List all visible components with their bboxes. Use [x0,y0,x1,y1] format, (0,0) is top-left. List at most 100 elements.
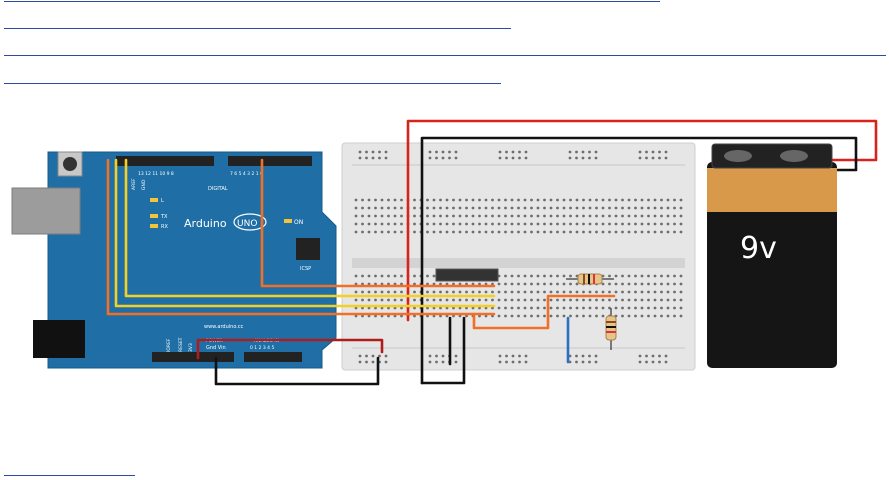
breadboard-hole [543,206,546,210]
breadboard-hole [673,298,676,302]
breadboard-hole [445,298,449,302]
breadboard-hole [595,222,598,226]
breadboard-hole [614,198,618,202]
breadboard-hole [666,314,670,318]
breadboard-hole [562,306,566,310]
breadboard-hole [601,306,605,310]
breadboard-hole [588,222,592,226]
breadboard-hole [497,230,501,234]
breadboard-hole [640,222,644,226]
breadboard-hole [666,306,670,310]
breadboard-hole [621,282,624,286]
breadboard-hole [523,306,527,310]
breadboard-hole [510,282,514,286]
breadboard-hole [582,206,585,210]
breadboard-hole [647,230,650,234]
breadboard-hole [569,222,572,226]
breadboard-hole [653,206,657,210]
breadboard-hole [374,198,377,202]
breadboard-hole [426,290,429,294]
breadboard-hole [498,354,502,358]
wire-orange-1 [106,158,496,316]
v33-label: 3V3 [188,343,194,352]
breadboard-hole [524,156,528,160]
breadboard-hole [658,150,661,154]
breadboard-hole [621,306,624,310]
breadboard-hole [413,222,416,226]
breadboard-hole [380,230,384,234]
breadboard-hole [445,206,449,210]
link-line-1[interactable] [4,1,660,2]
breadboard-hole [441,354,445,358]
breadboard-hole [621,274,624,278]
breadboard-hole [413,198,416,202]
breadboard-hole [575,290,579,294]
breadboard-hole [666,274,670,278]
link-line-5[interactable] [4,475,135,476]
breadboard-hole [536,214,540,218]
breadboard-hole [384,360,388,364]
breadboard-hole [582,230,585,234]
breadboard-hole [510,198,514,202]
breadboard-hole [491,230,494,234]
breadboard-hole [627,314,631,318]
breadboard-hole [549,222,553,226]
breadboard-hole [478,206,481,210]
breadboard-hole [497,198,501,202]
breadboard-hole [543,222,546,226]
breadboard-hole [660,298,663,302]
breadboard-hole [504,314,507,318]
breadboard-hole [498,150,502,154]
breadboard-hole [582,306,585,310]
breadboard-hole [556,314,559,318]
breadboard-hole [638,150,642,154]
breadboard-hole [523,298,527,302]
breadboard-hole [621,314,624,318]
breadboard-hole [562,298,566,302]
breadboard-hole [380,222,384,226]
usb-port [11,187,81,235]
breadboard-hole [627,222,631,226]
breadboard-hole [653,230,657,234]
breadboard-hole [543,298,546,302]
breadboard-hole [432,214,436,218]
breadboard-hole [640,198,644,202]
breadboard-hole [627,206,631,210]
breadboard-hole [608,214,611,218]
breadboard-hole [413,290,416,294]
breadboard-hole [601,230,605,234]
breadboard-hole [660,198,663,202]
link-line-4[interactable] [4,83,501,84]
breadboard-hole [614,290,618,294]
resistor-horizontal [566,273,614,285]
link-line-3[interactable] [4,55,886,56]
breadboard-hole [448,156,451,160]
breadboard-hole [569,206,572,210]
breadboard-hole [614,230,618,234]
breadboard-hole [679,290,683,294]
breadboard-hole [478,290,481,294]
breadboard-hole [524,150,528,154]
breadboard-hole [666,198,670,202]
breadboard-hole [387,274,390,278]
link-line-2[interactable] [4,28,511,29]
breadboard-hole [517,306,520,310]
breadboard-hole [378,156,381,160]
breadboard-hole [504,274,507,278]
battery-label: 9v [740,231,777,266]
breadboard-hole [569,230,572,234]
breadboard-hole [536,282,540,286]
breadboard-hole [568,156,572,160]
gnd-label: GND [141,179,147,190]
breadboard-hole [569,314,572,318]
breadboard-hole [543,230,546,234]
breadboard-hole [588,354,591,358]
breadboard-hole [358,354,362,358]
breadboard-hole [367,274,371,278]
breadboard-hole [679,314,683,318]
breadboard-hole [358,360,362,364]
breadboard-hole [400,298,403,302]
breadboard-hole [556,274,559,278]
breadboard-hole [367,198,371,202]
